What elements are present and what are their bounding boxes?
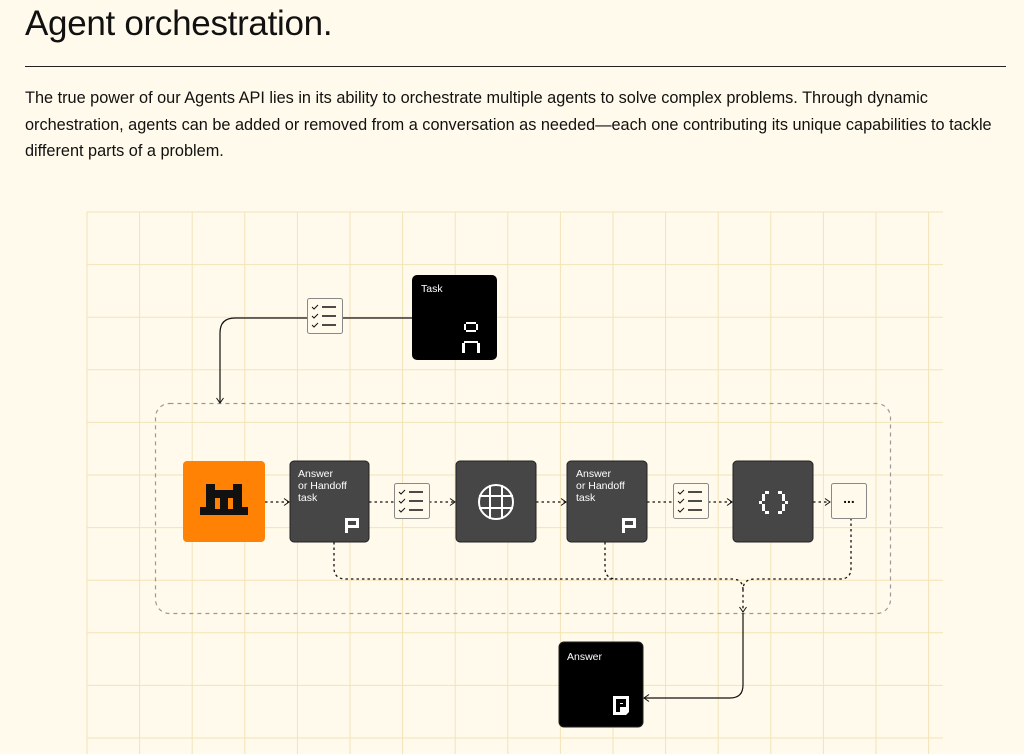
return-flow: [333, 542, 744, 591]
chat-icon: [345, 518, 359, 533]
return-flow: [604, 542, 618, 580]
mistral-logo-icon: [200, 484, 248, 515]
globe-icon: [478, 484, 514, 520]
code-braces-icon: [759, 491, 788, 514]
checklist-icon: [673, 483, 709, 519]
return-flow: [739, 518, 852, 613]
document-icon: [613, 696, 629, 715]
description: The true power of our Agents API lies in…: [25, 89, 992, 160]
agent-conversation-container: [154, 402, 892, 615]
web-search-agent-node: [455, 460, 537, 543]
more-agents-node: ...: [831, 483, 867, 519]
ellipsis-label: ...: [843, 490, 855, 506]
answer-label: Answer: [567, 651, 603, 663]
checklist-icon: [307, 298, 343, 334]
divider: [25, 66, 1006, 67]
user-icon: [462, 322, 480, 353]
task-connector: [220, 317, 412, 403]
code-agent-node: [732, 460, 814, 543]
answer-connector: [643, 613, 744, 702]
answer-node: Answer: [558, 641, 644, 728]
chat-icon: [622, 518, 636, 533]
task-node: Task: [412, 275, 497, 360]
mistral-agent-node: [183, 461, 265, 542]
page-title: Agent orchestration.: [25, 4, 333, 43]
task-label: Task: [421, 283, 443, 295]
checklist-icon: [394, 483, 430, 519]
